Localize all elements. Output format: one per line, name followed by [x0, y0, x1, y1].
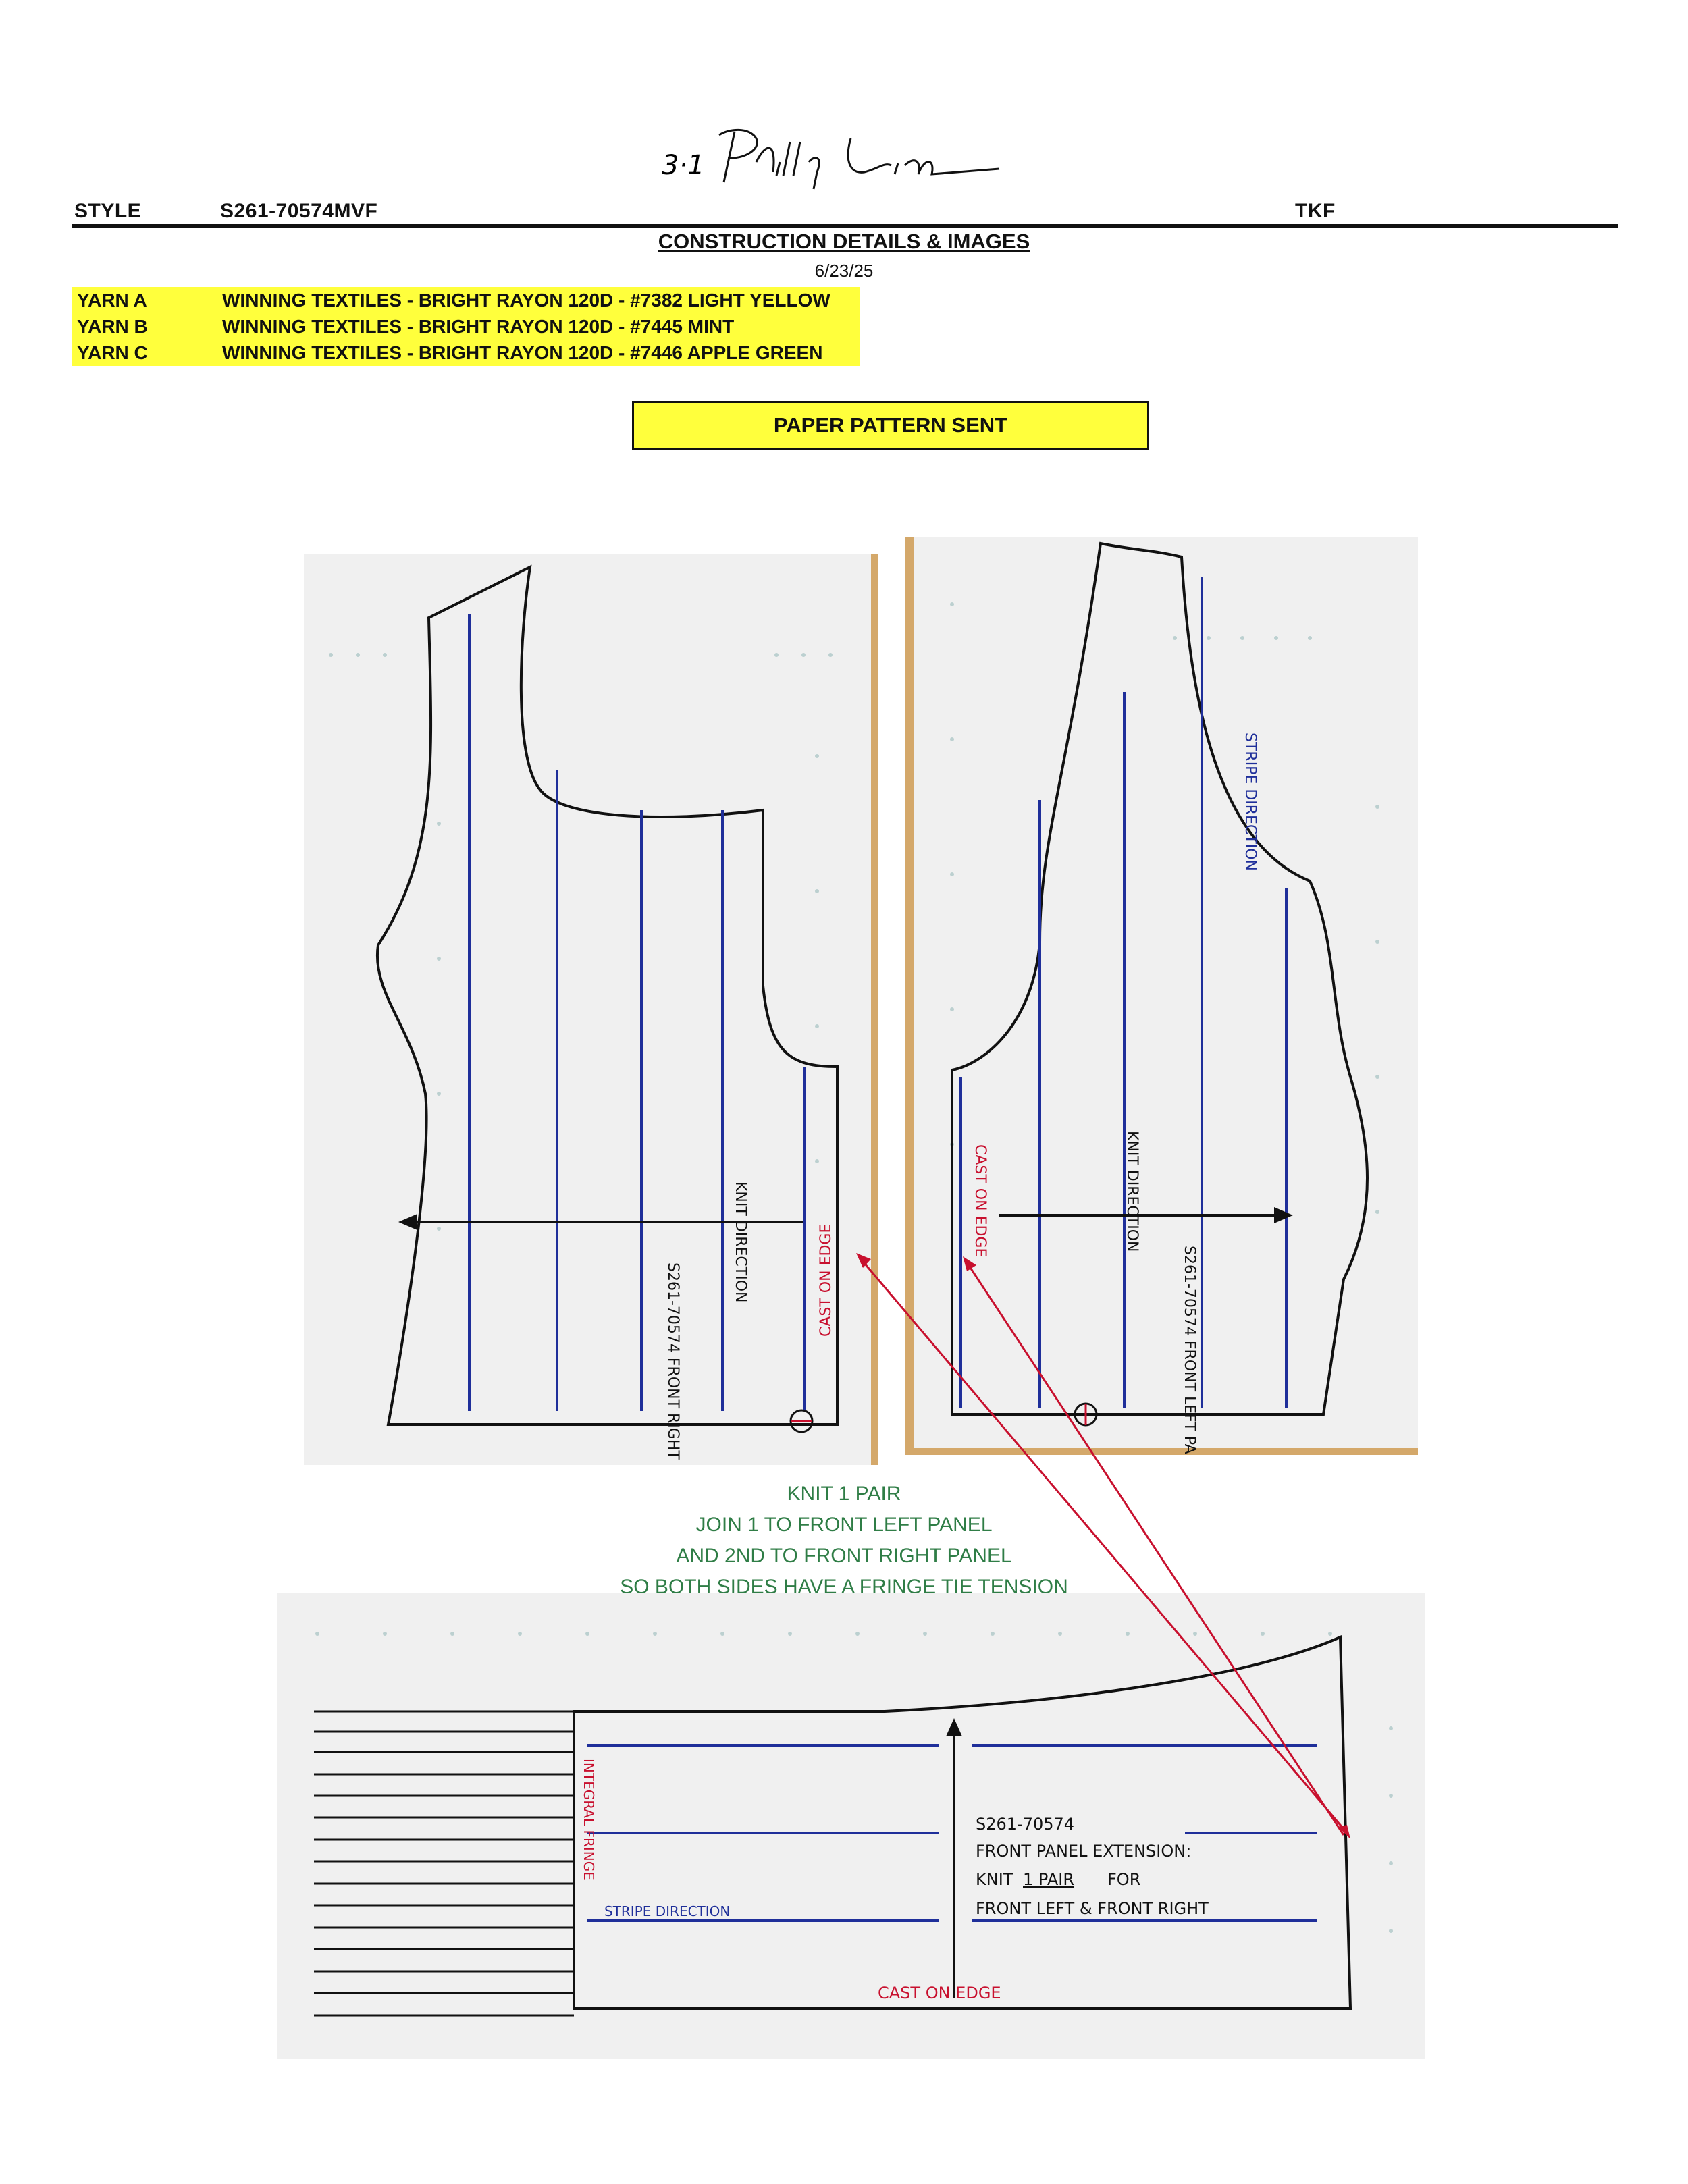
stripe-lines [468, 614, 806, 1411]
right-cast-on: CAST ON EDGE [818, 1224, 835, 1337]
yarn-desc: WINNING TEXTILES - BRIGHT RAYON 120D - #… [222, 315, 735, 337]
grid-dots [950, 602, 1379, 1214]
header-rule [72, 224, 1618, 228]
connector-right-panel [860, 1258, 1348, 1834]
front-extension-photo: INTEGRAL FRINGE STRIPE DIRECTION S261-70… [277, 1593, 1425, 2059]
stripe-lines [959, 577, 1288, 1408]
yarn-table: YARN A WINNING TEXTILES - BRIGHT RAYON 1… [72, 287, 860, 366]
svg-text:3·1: 3·1 [662, 150, 705, 181]
extension-stripe-direction: STRIPE DIRECTION [604, 1903, 730, 1919]
grid-dots [315, 1632, 1393, 1933]
front-left-panel-photo: STRIPE DIRECTION KNIT DIRECTION S261-705… [905, 537, 1418, 1455]
note-line: KNIT 1 PAIR [787, 1483, 901, 1505]
note-line: AND 2ND TO FRONT RIGHT PANEL [676, 1545, 1012, 1567]
left-panel-name: S261-70574 FRONT LEFT PANEL [1181, 1246, 1198, 1455]
paper-pattern-badge: PAPER PATTERN SENT [632, 401, 1149, 450]
page-title: CONSTRUCTION DETAILS & IMAGES [658, 230, 1030, 253]
grid-dots [329, 653, 833, 1231]
yarn-desc: WINNING TEXTILES - BRIGHT RAYON 120D - #… [222, 342, 823, 363]
knit-arrow-head [1274, 1207, 1293, 1223]
yarn-row: YARN B WINNING TEXTILES - BRIGHT RAYON 1… [72, 313, 860, 340]
right-code: TKF [1295, 200, 1336, 222]
yarn-label: YARN A [77, 289, 147, 311]
extension-line1: FRONT PANEL EXTENSION: [976, 1842, 1191, 1861]
note-line: JOIN 1 TO FRONT LEFT PANEL [695, 1514, 993, 1536]
left-stripe-direction: STRIPE DIRECTION [1242, 733, 1259, 871]
yarn-desc: WINNING TEXTILES - BRIGHT RAYON 120D - #… [222, 289, 830, 311]
connector-left-panel [966, 1262, 1345, 1836]
extension-line3: FRONT LEFT & FRONT RIGHT [976, 1899, 1209, 1918]
document-date: 6/23/25 [814, 261, 874, 281]
right-knit-direction: KNIT DIRECTION [732, 1181, 749, 1302]
yarn-row: YARN C WINNING TEXTILES - BRIGHT RAYON 1… [72, 340, 860, 366]
extension-outline [573, 1634, 1352, 2010]
style-label: STYLE [74, 200, 142, 222]
yarn-label: YARN B [77, 315, 148, 337]
extension-knit: KNIT [976, 1870, 1013, 1889]
front-right-panel-photo: KNIT DIRECTION S261-70574 FRONT RIGHT PA… [304, 554, 878, 1465]
left-panel-outline [951, 541, 1369, 1416]
right-panel-name: S261-70574 FRONT RIGHT PANEL [664, 1262, 681, 1465]
yarn-row: YARN A WINNING TEXTILES - BRIGHT RAYON 1… [72, 287, 860, 313]
stripe-lines [587, 1744, 1317, 1922]
extension-cast-on: CAST ON EDGE [878, 1983, 1001, 2002]
integral-fringe-label: INTEGRAL FRINGE [581, 1759, 597, 1880]
fringe-lines [314, 1710, 574, 2017]
brand-logo: 3·1 [662, 128, 1000, 190]
right-panel-outline [375, 564, 839, 1426]
extension-pair: 1 PAIR [1023, 1870, 1074, 1889]
style-number: S261-70574MVF [220, 200, 378, 222]
extension-code: S261-70574 [976, 1815, 1074, 1834]
left-cast-on: CAST ON EDGE [972, 1144, 988, 1257]
knit-arrow-head [946, 1718, 962, 1736]
knit-arrow-head [398, 1214, 417, 1230]
extension-for: FOR [1107, 1870, 1140, 1889]
left-knit-direction: KNIT DIRECTION [1124, 1131, 1140, 1252]
yarn-label: YARN C [77, 342, 148, 363]
